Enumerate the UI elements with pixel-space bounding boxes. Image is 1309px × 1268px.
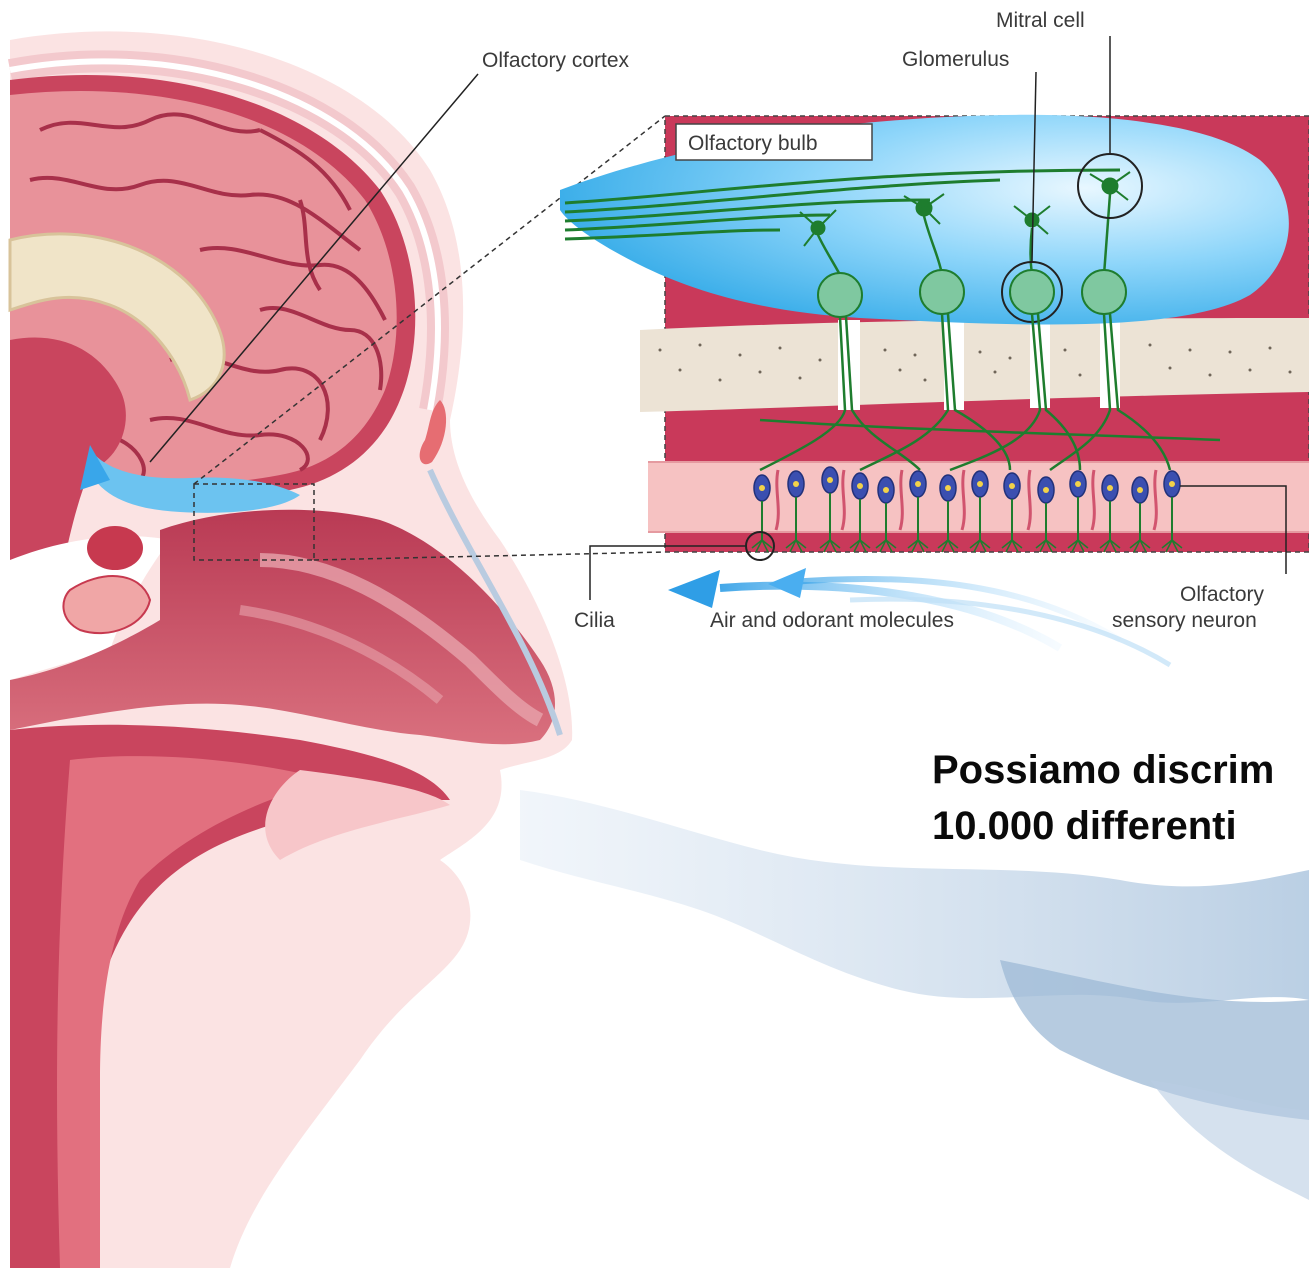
mitral-cell-label: Mitral cell bbox=[996, 9, 1085, 32]
caption: Possiamo discrim 10.000 differenti bbox=[932, 742, 1274, 854]
olfactory-cortex-label: Olfactory cortex bbox=[482, 49, 630, 72]
olfactory-bulb-label: Olfactory bulb bbox=[688, 132, 818, 155]
air-odorant-label: Air and odorant molecules bbox=[710, 609, 954, 632]
caption-line-2: 10.000 differenti bbox=[932, 798, 1274, 854]
sensory-neuron-label-line2: sensory neuron bbox=[1112, 609, 1257, 632]
caption-line-1: Possiamo discrim bbox=[932, 742, 1274, 798]
inset-panel bbox=[560, 115, 1309, 560]
glomerulus-label: Glomerulus bbox=[902, 48, 1009, 71]
inner-ear bbox=[87, 526, 143, 570]
cilia-label: Cilia bbox=[574, 609, 615, 632]
sensory-neuron-label-line1: Olfactory bbox=[1180, 583, 1265, 606]
